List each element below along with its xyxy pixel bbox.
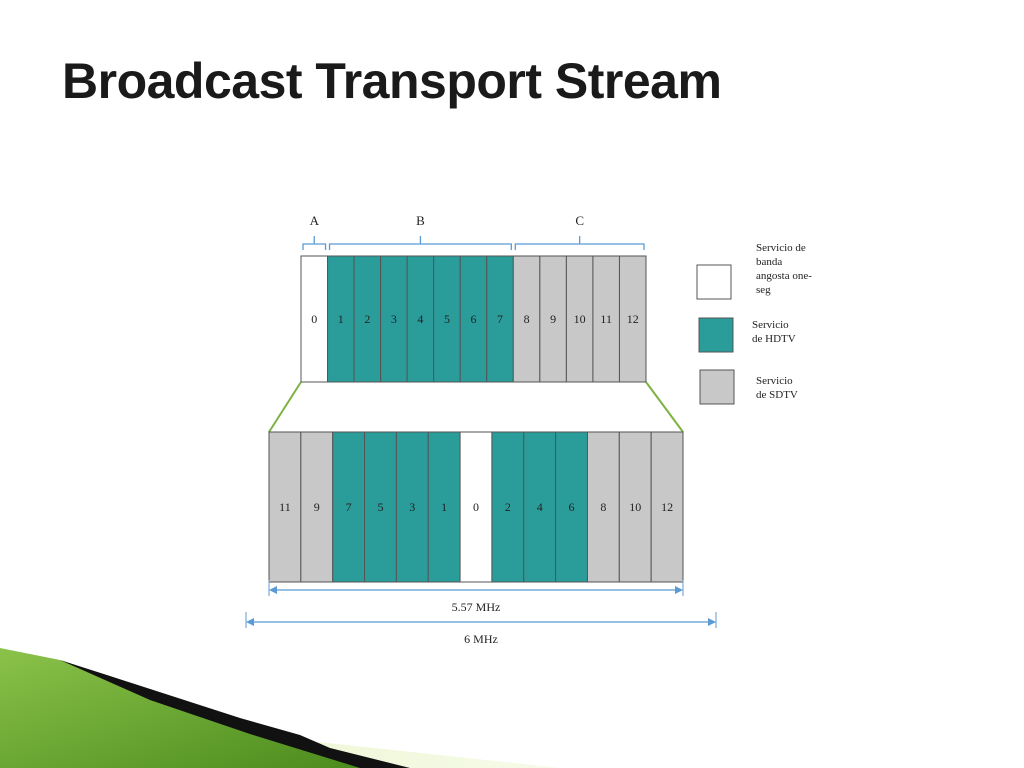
bandwidth-dimensions: 5.57 MHz 6 MHz	[245, 580, 717, 646]
layer-bracket-b	[328, 236, 512, 250]
legend-text-hdtv: Servicio	[752, 319, 789, 331]
top-segment-label: 5	[444, 312, 450, 326]
top-segment-11	[592, 255, 620, 383]
top-segment-8	[512, 255, 541, 383]
bottom-segment-label: 11	[279, 500, 291, 514]
top-segment-label: 10	[574, 312, 586, 326]
top-segment-9	[539, 255, 567, 383]
legend-swatch-hdtv	[698, 317, 734, 353]
legend-swatch-oneseg	[696, 264, 732, 300]
top-segment-0	[300, 255, 329, 383]
legend-text-hdtv: de HDTV	[752, 333, 796, 345]
top-segment-2	[353, 255, 382, 383]
connector-left	[268, 381, 302, 433]
outer-bandwidth-arrowhead-left	[246, 618, 254, 626]
bottom-segment-label: 9	[314, 500, 320, 514]
top-segment-label: 12	[627, 312, 639, 326]
legend-text-oneseg: banda	[756, 256, 782, 268]
bottom-segment-label: 10	[629, 500, 641, 514]
bottom-segment-label: 8	[600, 500, 606, 514]
top-segment-4	[406, 255, 435, 383]
bottom-segment-1	[427, 431, 461, 583]
legend-text-sdtv: de SDTV	[756, 389, 798, 401]
inner-bandwidth-label: 5.57 MHz	[452, 600, 501, 614]
layer-bracket-c	[514, 236, 645, 250]
top-segment-label: 6	[471, 312, 477, 326]
top-segment-label: 8	[524, 312, 530, 326]
top-segment-6	[459, 255, 488, 383]
bottom-segment-label: 7	[346, 500, 352, 514]
bottom-segment-4	[523, 431, 557, 583]
inner-bandwidth-arrowhead-right	[675, 586, 683, 594]
top-segment-label: 11	[600, 312, 612, 326]
bottom-segment-label: 5	[377, 500, 383, 514]
connector-right	[645, 381, 684, 433]
top-segment-5	[433, 255, 461, 383]
corner-swoosh-decoration	[0, 648, 560, 768]
bottom-segment-10	[618, 431, 652, 583]
top-segment-label: 0	[311, 312, 317, 326]
inner-bandwidth-arrowhead-left	[269, 586, 277, 594]
legend-text-sdtv: Servicio	[756, 375, 793, 387]
top-segment-label: 7	[497, 312, 503, 326]
bottom-segment-label: 12	[661, 500, 673, 514]
bottom-segment-label: 1	[441, 500, 447, 514]
slide-title: Broadcast Transport Stream	[62, 53, 722, 109]
bottom-segment-label: 2	[505, 500, 511, 514]
bottom-segment-5	[364, 431, 397, 583]
layer-label-c: C	[575, 213, 584, 228]
top-segment-3	[380, 255, 408, 383]
top-segment-7	[486, 255, 514, 383]
top-segment-label: 1	[338, 312, 344, 326]
legend-text-oneseg: seg	[756, 284, 771, 296]
bottom-segment-7	[332, 431, 366, 583]
layer-label-a: A	[310, 213, 320, 228]
top-segment-10	[565, 255, 594, 383]
top-segment-label: 2	[364, 312, 370, 326]
top-segment-12	[618, 255, 647, 383]
top-segment-label: 4	[417, 312, 423, 326]
top-segment-label: 9	[550, 312, 556, 326]
bottom-segment-11	[268, 431, 302, 583]
bottom-segment-12	[650, 431, 684, 583]
bottom-segment-8	[586, 431, 620, 583]
outer-bandwidth-arrowhead-right	[708, 618, 716, 626]
bottom-segment-0	[459, 431, 493, 583]
bottom-segment-label: 4	[537, 500, 543, 514]
zoom-connector-lines	[268, 381, 684, 433]
legend-swatch-sdtv	[699, 369, 735, 405]
layer-brackets: A B C	[302, 213, 645, 250]
layer-label-b: B	[416, 213, 425, 228]
top-segment-label: 3	[391, 312, 397, 326]
legend-text-oneseg: Servicio de	[756, 242, 806, 254]
bottom-segment-label: 3	[409, 500, 415, 514]
bottom-segment-label: 0	[473, 500, 479, 514]
bottom-segment-3	[395, 431, 429, 583]
bottom-segment-label: 6	[569, 500, 575, 514]
outer-bandwidth-label: 6 MHz	[464, 632, 498, 646]
layer-bracket-a	[302, 236, 327, 250]
bottom-segment-6	[555, 431, 588, 583]
legend-text-oneseg: angosta one-	[756, 270, 812, 282]
